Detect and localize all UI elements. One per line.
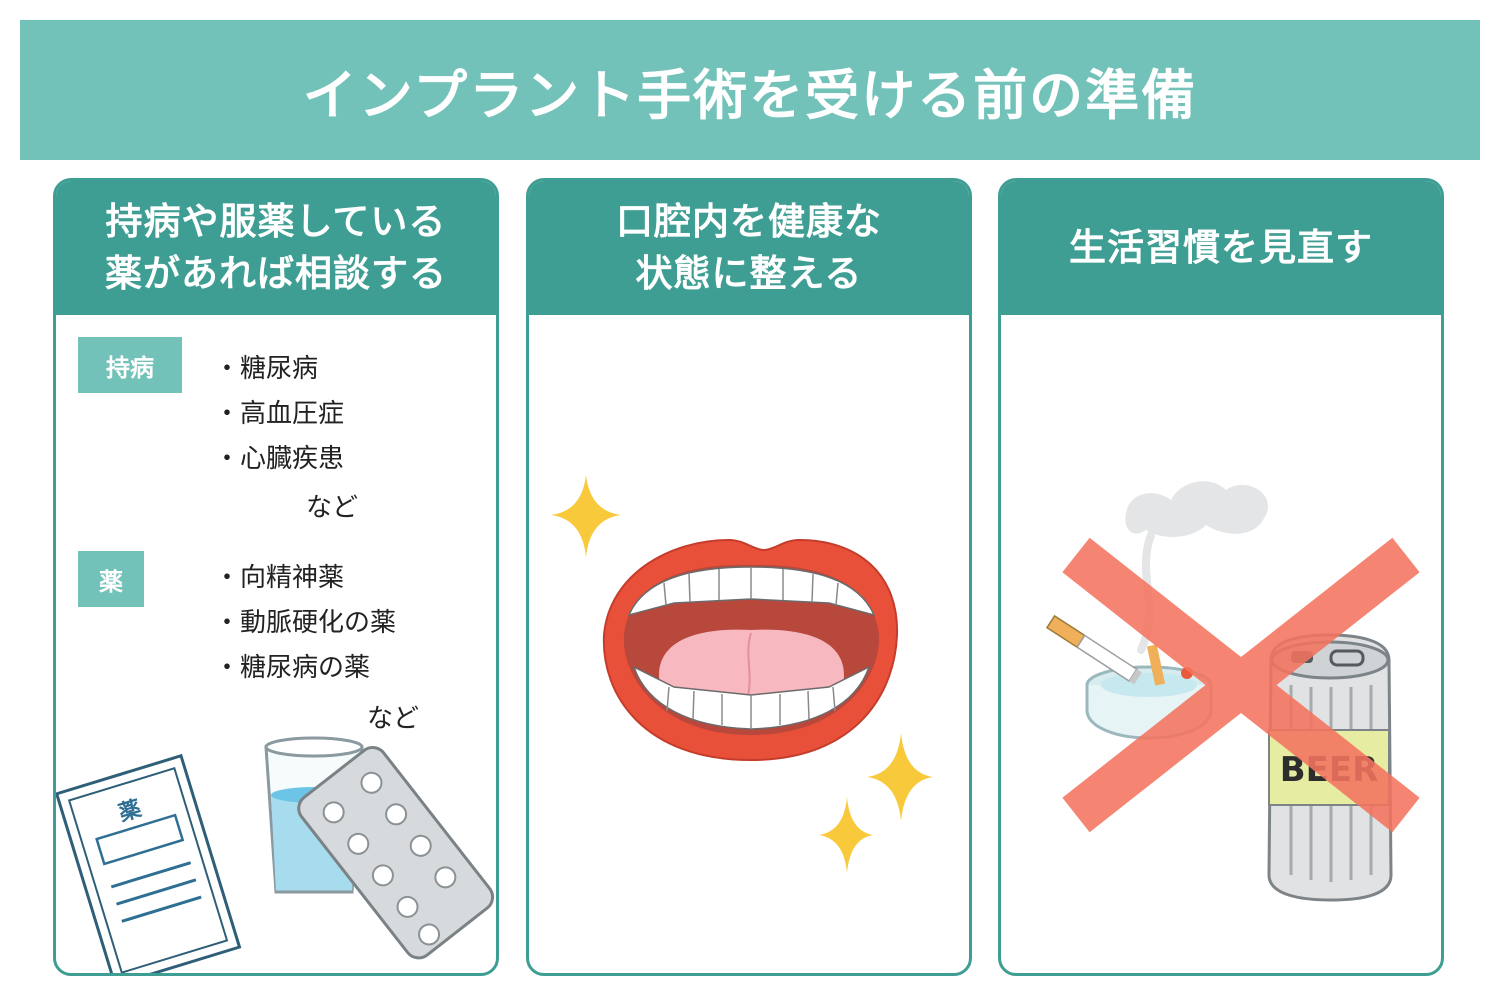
list-item: 糖尿病の薬: [214, 646, 396, 691]
card-body: [529, 315, 969, 973]
card-oral-health: 口腔内を健康な 状態に整える: [526, 178, 972, 976]
card-body: BEER: [1001, 315, 1441, 973]
card-heading-line: 生活習慣を見直す: [1069, 226, 1373, 269]
card-heading-line: 状態に整える: [635, 252, 863, 295]
list-item: 動脈硬化の薬: [214, 601, 396, 646]
list-item: 高血圧症: [214, 392, 344, 437]
card-header: 持病や服薬している 薬があれば相談する: [56, 181, 496, 315]
list-item: 心臓疾患: [214, 437, 344, 482]
page-title: インプラント手術を受ける前の準備: [302, 63, 1198, 127]
list-item: 向精神薬: [214, 556, 396, 601]
sparkle-icon: [551, 475, 621, 557]
card-header: 生活習慣を見直す: [1001, 181, 1441, 315]
cigarette-icon: [1045, 614, 1142, 685]
card-heading-line: 持病や服薬している: [105, 200, 447, 243]
smoke-icon: [1125, 481, 1268, 537]
title-banner: インプラント手術を受ける前の準備: [20, 20, 1480, 160]
list-suffix: など: [367, 704, 420, 734]
card-lifestyle: 生活習慣を見直す: [998, 178, 1444, 976]
card-heading-line: 口腔内を健康な: [616, 200, 882, 243]
card-body: 持病 糖尿病 高血圧症 心臓疾患 など 薬 向精神薬 動脈硬化の薬 糖尿病の薬 …: [56, 315, 496, 973]
medicine-list: 向精神薬 動脈硬化の薬 糖尿病の薬: [214, 556, 396, 691]
chronic-disease-list: 糖尿病 高血圧症 心臓疾患: [214, 347, 344, 482]
lifestyle-illustration: BEER: [1045, 481, 1420, 902]
list-item: 糖尿病: [214, 347, 344, 392]
mouth-illustration: [551, 475, 933, 873]
tag-chronic-disease: 持病: [78, 337, 182, 393]
card-header: 口腔内を健康な 状態に整える: [529, 181, 969, 315]
tag-medicine: 薬: [78, 551, 144, 607]
sparkle-icon: [819, 797, 873, 873]
sparkle-icon: [867, 733, 933, 821]
card-heading-line: 薬があれば相談する: [105, 252, 447, 295]
card-consultation: 持病や服薬している 薬があれば相談する 持病 糖尿病 高血圧症 心臓疾患 など …: [53, 178, 499, 976]
list-suffix: など: [306, 493, 359, 523]
cross-mark-icon: [1062, 537, 1420, 833]
pill-blister-icon: [297, 746, 495, 960]
medicine-illustration: 薬: [56, 736, 495, 973]
open-mouth-icon: [602, 538, 899, 762]
medicine-envelope-icon: 薬: [56, 753, 242, 973]
